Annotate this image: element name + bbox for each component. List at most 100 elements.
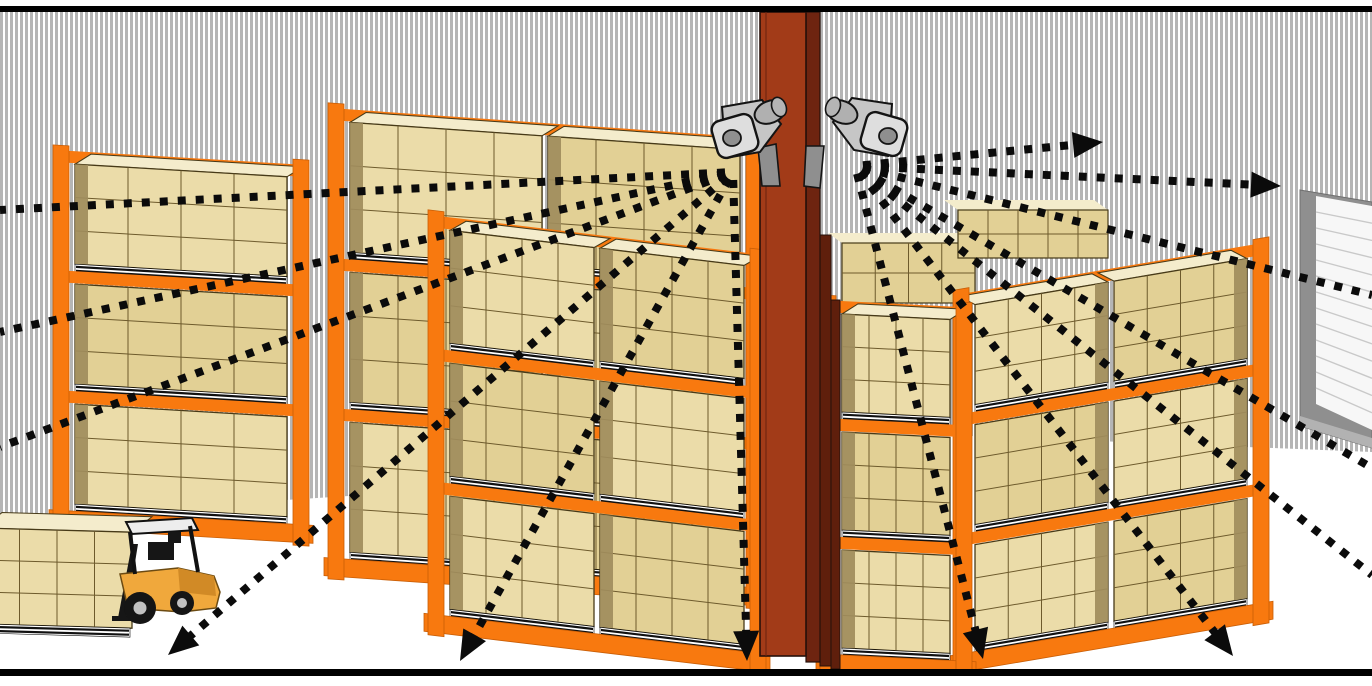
rack-beam — [822, 418, 970, 438]
door-slat-line — [1315, 387, 1372, 414]
bottom-margin — [0, 676, 1372, 686]
pallet-load-side — [600, 514, 613, 629]
box-grid-line — [975, 588, 1108, 612]
rack-base-rail — [423, 612, 771, 673]
door-slat-line — [1315, 291, 1372, 311]
pallet-board — [0, 625, 129, 632]
door-slat-line — [1315, 371, 1372, 397]
pallet-load-side — [350, 272, 363, 404]
pallet-board — [601, 628, 743, 649]
forklift-seat — [148, 542, 174, 560]
pallet-board — [601, 362, 743, 383]
speaker-bracket — [803, 145, 825, 189]
box-grid-line — [842, 464, 950, 471]
coverage-arrow-head — [1071, 131, 1103, 158]
pallet-load-side — [450, 363, 463, 478]
door-slat-line — [1315, 275, 1372, 293]
coverage-arrow-line — [0, 169, 727, 336]
column-plate — [819, 234, 832, 667]
pallet-load-side — [350, 122, 363, 254]
box-grid-line — [1114, 411, 1247, 435]
box-grid-line — [350, 165, 542, 180]
box-grid-line — [1114, 531, 1247, 555]
rack-beam — [955, 482, 1267, 547]
roller-door — [1299, 189, 1372, 449]
rack-beam — [955, 362, 1267, 427]
box-grid-line — [600, 323, 744, 342]
pallet-board — [76, 265, 286, 281]
column-side — [805, 11, 821, 663]
box-grid-line — [1114, 564, 1247, 589]
coverage-arrow-line — [859, 166, 1372, 472]
door-slat-line — [1315, 307, 1372, 328]
door-slat-line — [1315, 355, 1372, 379]
forklift — [112, 516, 221, 624]
top-margin — [0, 0, 1372, 6]
box-grid-line — [600, 589, 744, 608]
pallet-load-side — [450, 230, 463, 345]
rack-front-center — [423, 209, 771, 676]
pallet-load-side — [600, 381, 613, 496]
box-grid-line — [600, 456, 744, 475]
speaker-bracket — [757, 143, 781, 187]
rack-beam — [430, 348, 764, 400]
pallet-load-side — [1095, 402, 1108, 505]
pallet-load-side — [1095, 522, 1108, 625]
box-grid-line — [450, 267, 594, 286]
pallet-board — [976, 503, 1107, 529]
forklift-roof — [124, 516, 200, 536]
box-grid-line — [842, 346, 950, 353]
door-frame-bottom — [1300, 416, 1372, 448]
coverage-arrow-line — [469, 177, 733, 641]
box-grid-line — [450, 305, 594, 324]
rack-right-far — [948, 236, 1274, 677]
support-column — [759, 11, 841, 670]
rack-beam — [430, 481, 764, 533]
door-slat-line — [1315, 227, 1372, 242]
rack-beam — [55, 390, 307, 417]
box-grid-line — [1114, 291, 1247, 315]
box-grid-line — [75, 470, 287, 484]
door-slat-line — [1315, 339, 1372, 362]
coverage-arrow-line — [862, 162, 1256, 189]
coverage-arrow-head — [733, 630, 760, 661]
box-grid-line — [1114, 324, 1247, 349]
speaker-driver-cap — [770, 96, 788, 118]
pallet-load-side — [1234, 498, 1247, 601]
pallet-board — [976, 383, 1107, 409]
coverage-arrow-line — [856, 169, 1221, 638]
box-grid-line — [975, 468, 1108, 492]
box-strip-top — [828, 233, 975, 243]
box-grid-line — [450, 571, 594, 590]
pallet-load-side — [350, 422, 363, 554]
pallet-board — [76, 385, 286, 401]
rack-post — [327, 102, 345, 581]
forklift-console — [168, 532, 181, 543]
rack-beam — [55, 270, 307, 297]
pallet-board — [1115, 480, 1246, 505]
pallet-board — [843, 531, 949, 540]
coverage-arrow-head — [1204, 624, 1233, 656]
rack-post — [1252, 236, 1270, 627]
pallet-load-side — [450, 496, 463, 611]
box-grid-line — [450, 400, 594, 419]
rack-post — [292, 158, 310, 547]
pallet-board — [843, 649, 949, 658]
speaker-throat — [722, 129, 742, 147]
pallet-load-side — [75, 164, 88, 265]
rack-beam — [822, 536, 970, 556]
floor-pallet-stack — [0, 512, 154, 638]
coverage-arrow-head — [1250, 171, 1281, 198]
rack-post — [52, 144, 70, 533]
box-grid-line — [975, 434, 1108, 459]
speaker-throat — [878, 127, 898, 145]
horn-speaker-right — [803, 96, 909, 189]
door-slat-line — [1315, 211, 1372, 224]
forklift-cab-post — [188, 525, 200, 573]
speaker-driver-cap — [824, 96, 842, 118]
horn-speakers — [710, 96, 909, 189]
pallet-load-side — [600, 248, 613, 363]
pallet-load-side — [842, 550, 855, 649]
horn-speaker-left — [710, 96, 788, 187]
forklift-cab-post — [128, 531, 137, 575]
